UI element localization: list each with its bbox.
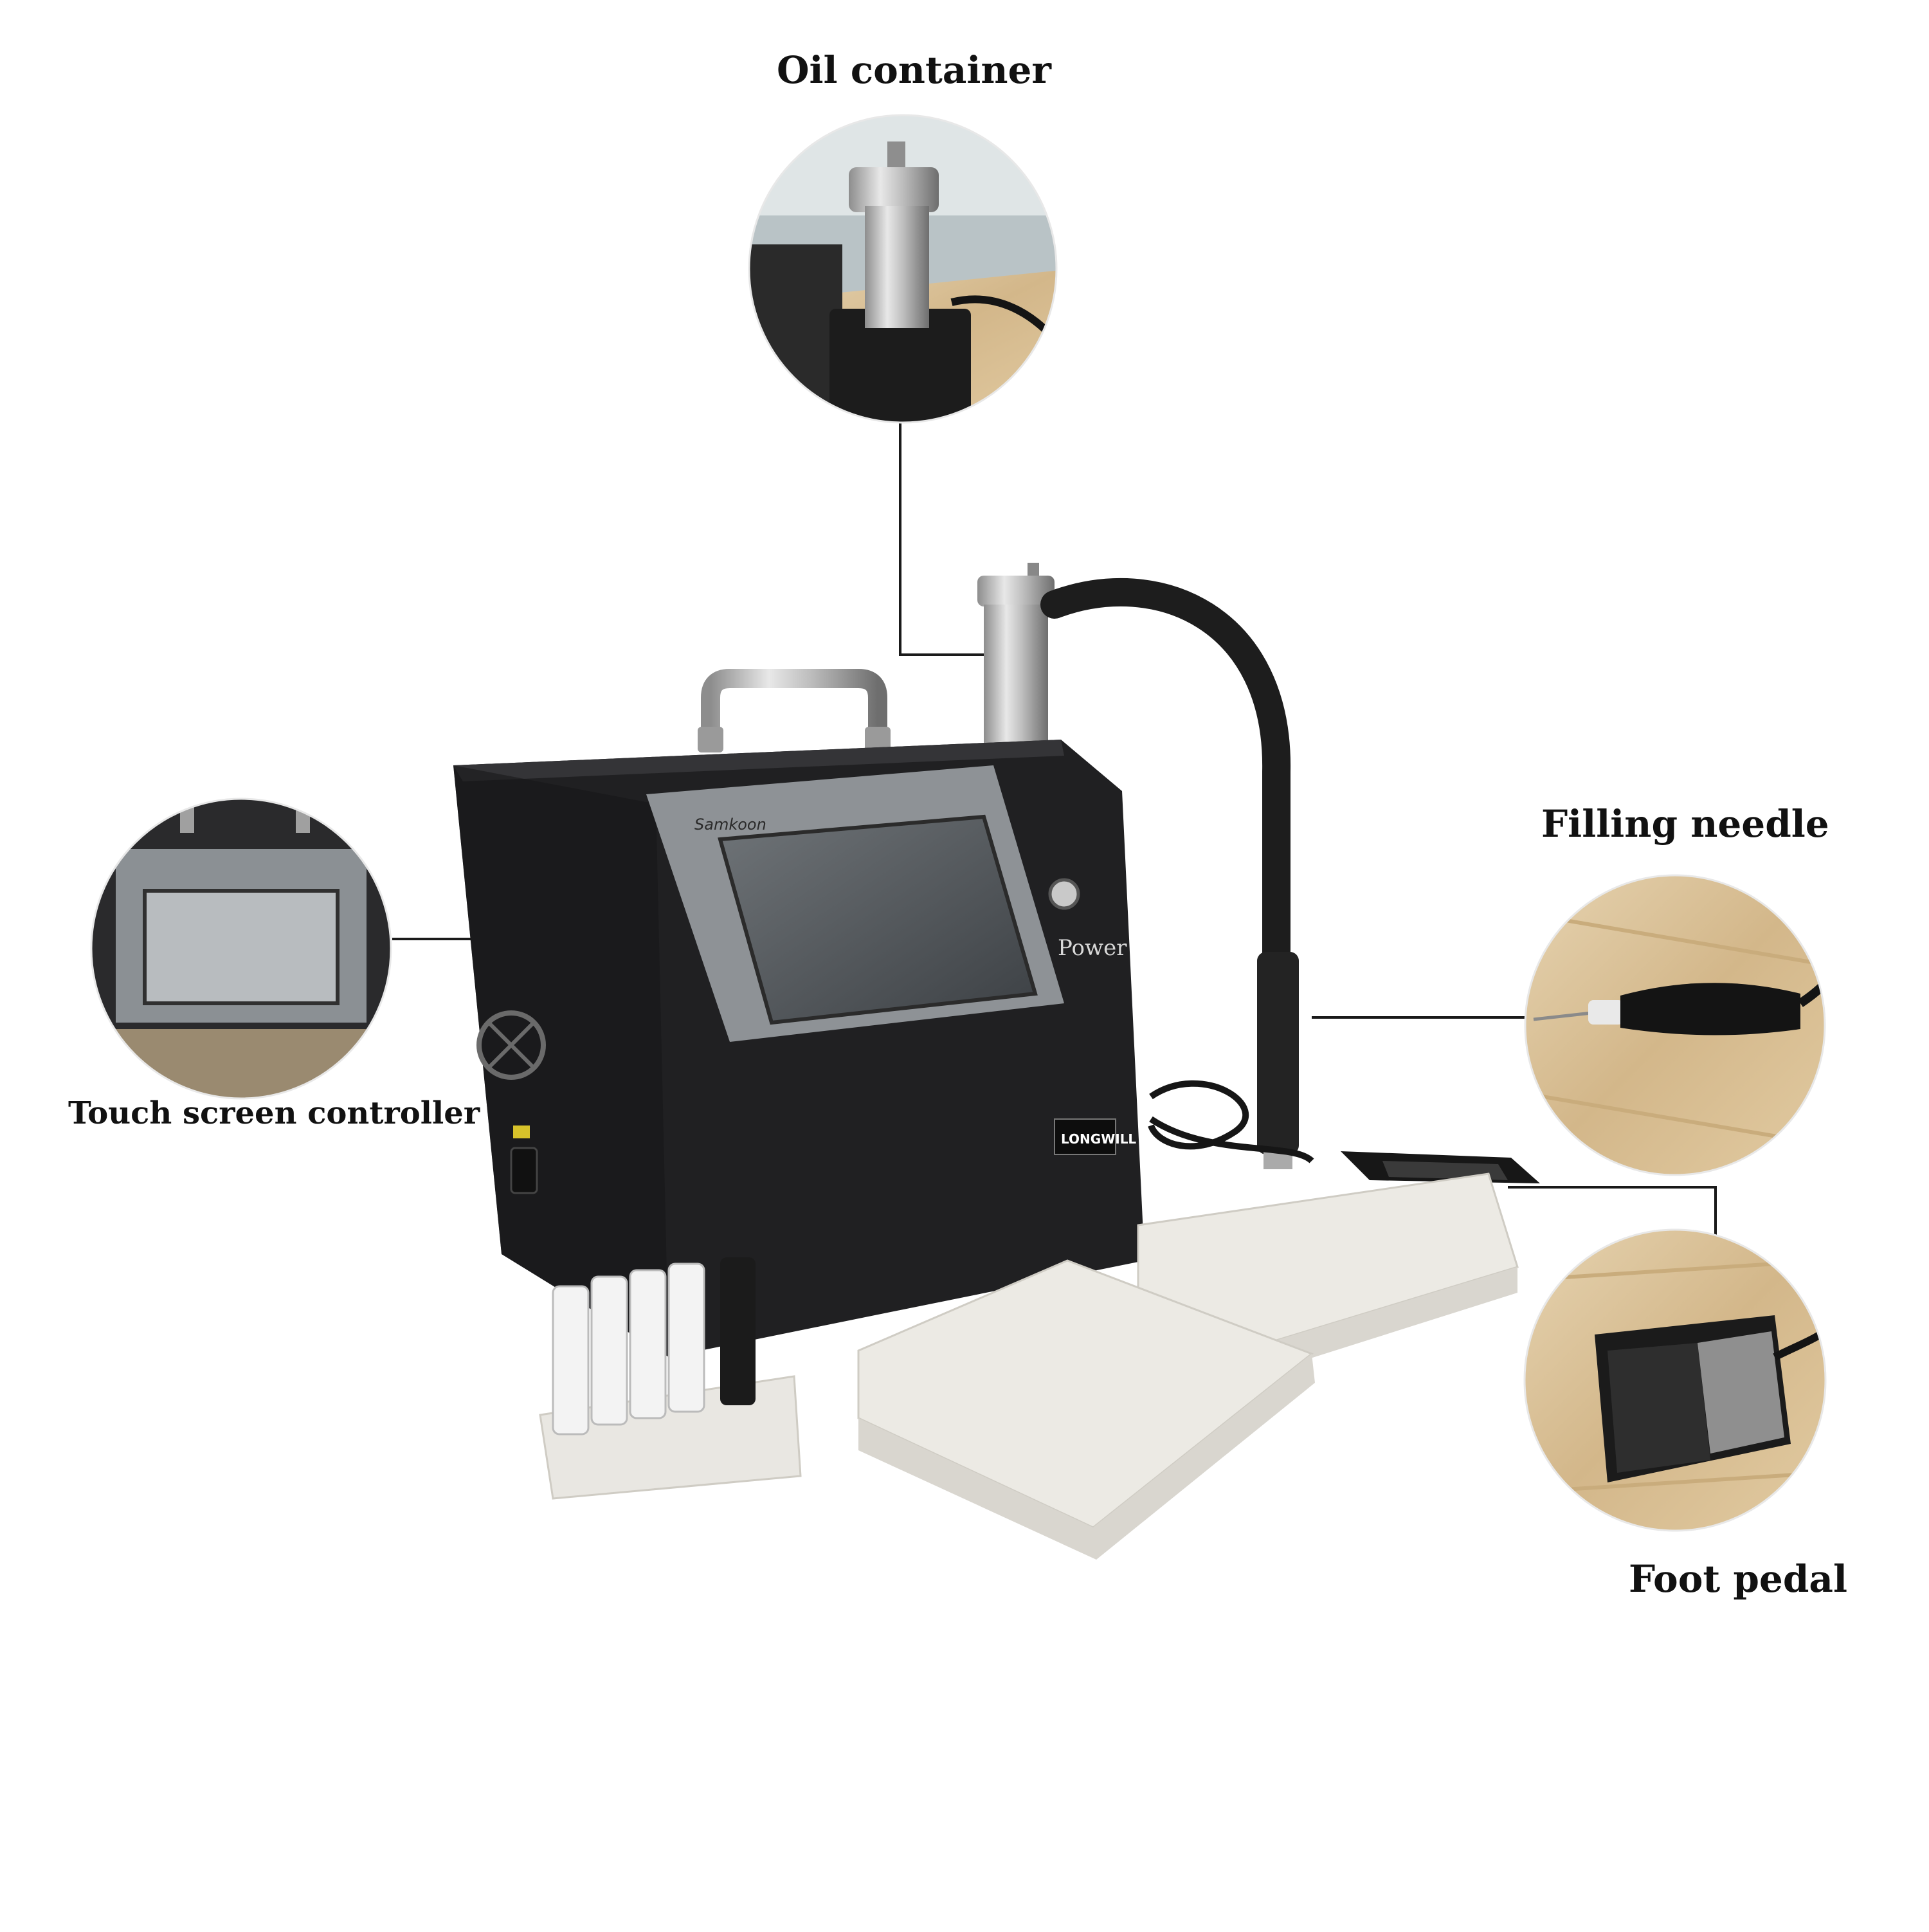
inset-filling-needle: [1524, 874, 1826, 1176]
vape-devices: [552, 1257, 756, 1435]
leader-line-foot-pedal: [1508, 1186, 1717, 1243]
brand-plate: [1054, 1118, 1116, 1155]
power-label: Power: [1058, 935, 1127, 961]
inset-touch-screen: [90, 797, 392, 1100]
brand-text: LONGWILL: [1061, 1131, 1136, 1147]
label-filling-needle: Filling needle: [1541, 802, 1829, 846]
touch-screen-panel: Samkoon: [646, 765, 1064, 1042]
filling-hose: [1040, 578, 1291, 979]
filling-machine: Samkoon Power LONGWILL: [453, 563, 1314, 1357]
inset-oil-container: [748, 114, 1058, 424]
inset-foot-pedal: [1523, 1228, 1827, 1532]
foot-pedal-device: [1341, 1151, 1540, 1183]
power-socket: [510, 1147, 538, 1194]
oil-cylinder: [977, 563, 1055, 743]
power-button: [1048, 878, 1080, 910]
label-oil-container: Oil container: [777, 48, 1051, 92]
leader-line-oil-container: [899, 422, 984, 656]
label-touch-screen-controller: Touch screen controller: [68, 1095, 480, 1131]
label-foot-pedal: Foot pedal: [1629, 1557, 1847, 1601]
device-holder-left: [539, 1257, 802, 1500]
screen-brand-text: Samkoon: [694, 816, 766, 834]
cartridge-tray-center: [857, 1259, 1315, 1560]
fan-grille: [476, 1010, 546, 1080]
carry-handle: [698, 669, 891, 752]
